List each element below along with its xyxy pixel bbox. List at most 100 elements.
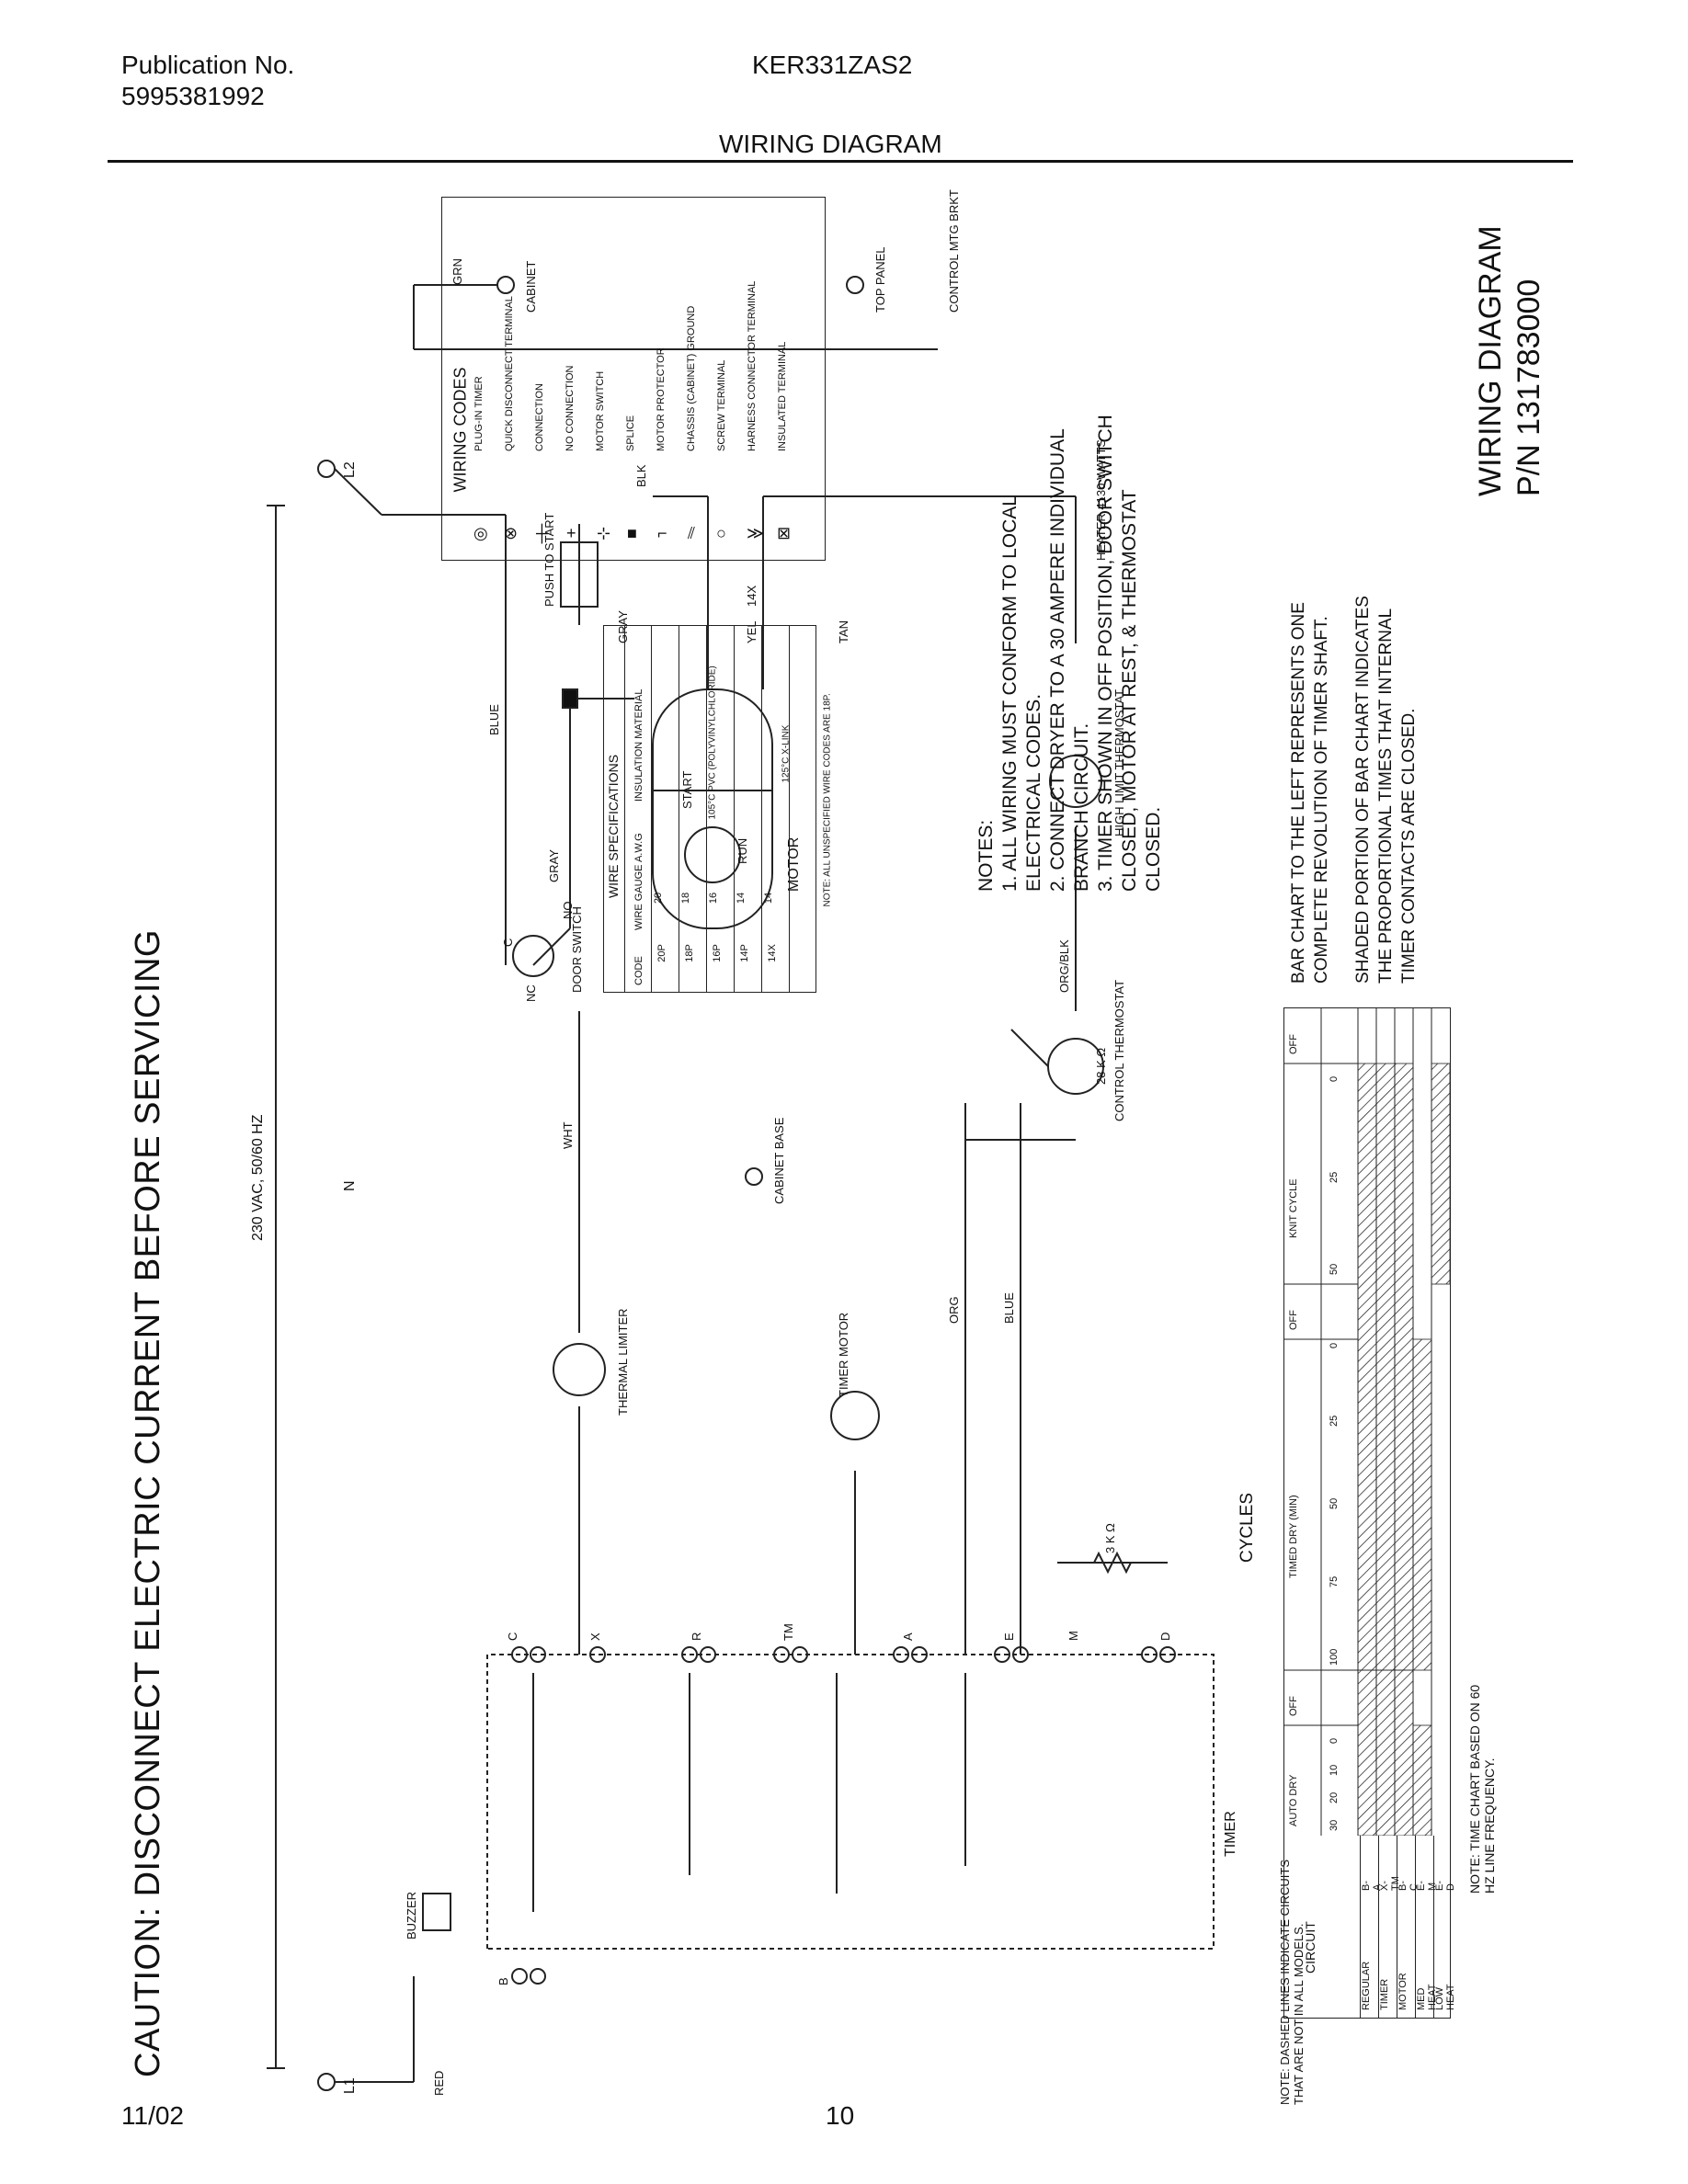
- plug-in-timer-icon: ◎: [473, 524, 488, 542]
- spec-header-code: CODE: [633, 956, 644, 985]
- no-connection-icon: +: [566, 524, 576, 542]
- motor-protector-icon: ⌐: [657, 524, 667, 542]
- timer-label: TIMER: [1223, 1811, 1238, 1857]
- spec-header-insulation: INSULATION MATERIAL: [633, 688, 644, 802]
- code-quick-disconnect: ⊗ QUICK DISCONNECT TERMINAL: [504, 296, 519, 542]
- cycle-section-off-1: OFF: [1288, 1696, 1299, 1716]
- wiring-diagram: CAUTION: DISCONNECT ELECTRIC CURRENT BEF…: [129, 184, 1517, 2114]
- timer-terminal-m: M: [1066, 1631, 1080, 1641]
- timer-terminal-e: E: [1002, 1632, 1016, 1641]
- side-title-line1: WIRING DIAGRAM: [1473, 225, 1508, 496]
- side-title: WIRING DIAGRAM P/N 131783000: [1471, 221, 1548, 496]
- code-harness-connector: ≫ HARNESS CONNECTOR TERMINAL: [747, 280, 764, 542]
- cycles-chart: CIRCUIT REGULAR B-A TIMER X-TM MOTOR B-C…: [1283, 1007, 1456, 2019]
- note-1: 1. ALL WIRING MUST CONFORM TO LOCAL ELEC…: [999, 495, 1044, 892]
- publication-label: Publication No.: [121, 51, 295, 79]
- code-splice: ■ SPLICE: [625, 415, 637, 542]
- spec-row-16p: 16P: [711, 944, 723, 962]
- code-no-connection: + NO CONNECTION: [565, 365, 576, 543]
- cycles-title: CYCLES: [1237, 1492, 1257, 1563]
- cycle-section-off-3: OFF: [1288, 1034, 1299, 1054]
- cycle-row-low-heat: LOW HEAT E-D: [1433, 1836, 1456, 2018]
- ground-top-panel-label: TOP PANEL: [873, 246, 887, 313]
- nc-label: NC: [524, 984, 538, 1002]
- code-screw-terminal: ○ SCREW TERMINAL: [716, 359, 727, 542]
- cycles-bars: [1284, 1008, 1450, 1836]
- bar-note-2: SHADED PORTION OF BAR CHART INDICATES TH…: [1353, 596, 1419, 984]
- bar-chart-notes: BAR CHART TO THE LEFT REPRESENTS ONE COM…: [1287, 570, 1462, 984]
- spec-row-20p: 20P: [656, 944, 667, 962]
- insulated-terminal-icon: ⊠: [777, 524, 792, 542]
- page-number: 10: [826, 2101, 855, 2130]
- timer-motor-label: TIMER MOTOR: [837, 1312, 850, 1397]
- blue-wire-label-2: BLUE: [1002, 1292, 1016, 1324]
- note-2: 2. CONNECT DRYER TO A 30 AMPERE INDIVIDU…: [1047, 429, 1092, 892]
- schematic-lines: [267, 276, 1215, 2091]
- quick-disconnect-icon: ⊗: [504, 524, 519, 542]
- wire-specs-note: NOTE: ALL UNSPECIFIED WIRE CODES ARE 18P…: [822, 693, 833, 907]
- ground-control-mtg-label: CONTROL MTG BRKT: [947, 189, 961, 313]
- spec-row-14x: 14X: [766, 944, 778, 962]
- screw-terminal-icon: ○: [716, 524, 726, 542]
- timer-terminal-c: C: [506, 1632, 519, 1641]
- orgblk-wire-label: ORG/BLK: [1057, 939, 1071, 993]
- code-chassis-ground: ⫽ CHASSIS (CABINET) GROUND: [686, 305, 697, 542]
- chassis-ground-icon: ⫽: [688, 524, 696, 542]
- cycle-row-motor: MOTOR B-C: [1397, 1836, 1420, 2018]
- buzzer-label: BUZZER: [405, 1892, 418, 1939]
- wire-specs-box: WIRE SPECIFICATIONS CODE WIRE GAUGE A.W.…: [603, 625, 833, 993]
- bar-note-1: BAR CHART TO THE LEFT REPRESENTS ONE COM…: [1289, 602, 1331, 984]
- footer-date: 11/02: [121, 2101, 184, 2130]
- model-number: KER331ZAS2: [752, 51, 913, 79]
- timer-terminal-tm: TM: [781, 1623, 795, 1641]
- note-3: 3. TIMER SHOWN IN OFF POSITION, DOOR SWI…: [1095, 415, 1164, 892]
- motor-switch-icon: ⊹: [597, 524, 611, 542]
- power-supply-label: 230 VAC, 50/60 HZ: [250, 1114, 266, 1241]
- c-label: C: [501, 938, 515, 947]
- timer-terminal-a: A: [901, 1632, 915, 1641]
- wire-specs-title: WIRE SPECIFICATIONS: [606, 754, 621, 899]
- cycle-section-knit: KNIT CYCLE: [1288, 1178, 1299, 1238]
- l1-label: L1: [342, 2077, 358, 2094]
- code-motor-protector: ⌐ MOTOR PROTECTOR: [656, 347, 667, 542]
- section-title: WIRING DIAGRAM: [719, 130, 942, 158]
- cabinet-base-label: CABINET BASE: [772, 1117, 786, 1204]
- 28k-label: 28 K Ω: [1094, 1047, 1108, 1085]
- wht-wire-label: WHT: [561, 1121, 575, 1149]
- side-title-line2: P/N 131783000: [1511, 279, 1546, 496]
- notes-title: NOTES:: [975, 819, 997, 892]
- wire-specs-table: CODE WIRE GAUGE A.W.G INSULATION MATERIA…: [624, 626, 833, 992]
- harness-connector-icon: ≫: [747, 524, 764, 542]
- code-plug-in-timer: ◎ PLUG-IN TIMER: [473, 376, 488, 542]
- tan-wire-label: TAN: [837, 620, 850, 643]
- blue-wire-label: BLUE: [487, 704, 501, 735]
- cycle-section-timed-dry: TIMED DRY (MIN): [1288, 1495, 1299, 1578]
- notes-block: NOTES: 1. ALL WIRING MUST CONFORM TO LOC…: [975, 414, 1164, 892]
- door-switch-label: DOOR SWITCH: [570, 906, 584, 993]
- wiring-codes-list: ◎ PLUG-IN TIMER ⊗ QUICK DISCONNECT TERMI…: [470, 207, 810, 547]
- no-label: NO: [561, 901, 575, 920]
- circuit-header: CIRCUIT: [1303, 1921, 1317, 1974]
- spec-row-14p: 14P: [738, 944, 750, 962]
- code-insulated-terminal: ⊠ INSULATED TERMINAL: [777, 341, 792, 542]
- code-motor-switch: ⊹ MOTOR SWITCH: [595, 370, 611, 542]
- resistor-label: 3 K Ω: [1103, 1523, 1117, 1553]
- red-wire-label: RED: [432, 2070, 446, 2096]
- timer-terminal-b: B: [496, 1977, 510, 1985]
- publication-number: 5995381992: [121, 82, 265, 110]
- spec-row-18p: 18P: [683, 944, 695, 962]
- org-wire-label: ORG: [947, 1296, 961, 1324]
- code-connection: ┼ CONNECTION: [534, 383, 548, 542]
- cycle-row-timer: TIMER X-TM: [1378, 1836, 1401, 2018]
- gray-wire-label-1: GRAY: [547, 849, 561, 882]
- cycle-section-off-2: OFF: [1288, 1310, 1299, 1330]
- wiring-codes-title: WIRING CODES: [451, 367, 470, 493]
- control-thermostat-label: CONTROL THERMOSTAT: [1112, 979, 1126, 1121]
- cycle-row-med-heat: MED HEAT E-M: [1415, 1836, 1438, 2018]
- spec-header-gauge: WIRE GAUGE A.W.G: [633, 833, 644, 930]
- splice-icon: ■: [627, 524, 637, 542]
- caution-text: CAUTION: DISCONNECT ELECTRIC CURRENT BEF…: [129, 929, 167, 2077]
- header-rule: [108, 160, 1573, 163]
- cycle-row-regular: REGULAR B-A: [1360, 1836, 1383, 2018]
- n-label: N: [342, 1180, 358, 1191]
